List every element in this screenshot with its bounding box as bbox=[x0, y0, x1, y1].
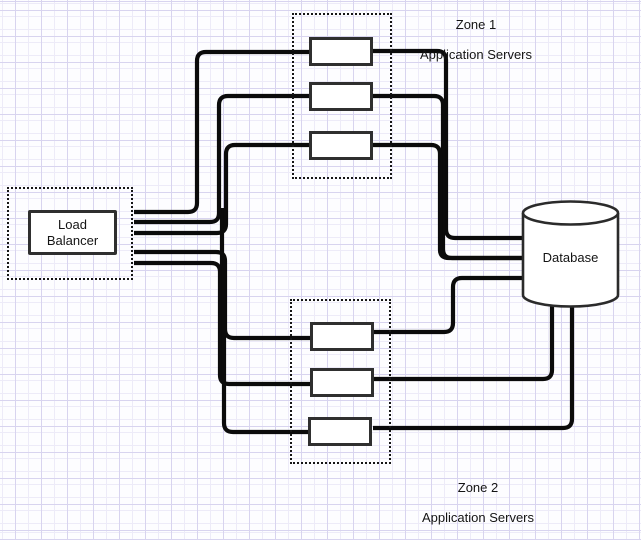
zone2-title-line2: Application Servers bbox=[422, 510, 534, 525]
zone2-title-line1: Zone 2 bbox=[457, 480, 499, 495]
edge-zone1-server3-db[interactable] bbox=[371, 142, 530, 261]
edge-zone1-server1-db[interactable] bbox=[371, 48, 530, 241]
zone1-title-line2: Application Servers bbox=[420, 47, 532, 62]
diagram-canvas: { "load_balancer": { "label": "Load Bala… bbox=[0, 0, 641, 529]
zone1-frame[interactable] bbox=[292, 13, 392, 179]
zone2-frame[interactable] bbox=[290, 299, 391, 464]
zone2-server-3[interactable] bbox=[308, 417, 372, 446]
zone2-title: Zone 2 Application Servers bbox=[378, 465, 578, 540]
edge-zone2-server3-db[interactable] bbox=[373, 300, 575, 431]
zone2-server-2[interactable] bbox=[310, 368, 374, 397]
zone1-server-3[interactable] bbox=[309, 131, 373, 160]
zone1-title-line1: Zone 1 bbox=[455, 17, 497, 32]
database-label: Database bbox=[542, 250, 599, 265]
edge-lb-zone1-server3[interactable] bbox=[134, 142, 312, 236]
load-balancer-frame[interactable] bbox=[7, 187, 133, 280]
load-balancer-label: Load Balancer bbox=[46, 217, 99, 248]
database-cylinder-body bbox=[521, 213, 620, 308]
zone1-title: Zone 1 Application Servers bbox=[376, 2, 576, 77]
zone1-server-1[interactable] bbox=[309, 37, 373, 66]
connector-layer bbox=[134, 48, 620, 435]
database-cylinder[interactable] bbox=[521, 200, 620, 308]
edge-lb-zone1-server1[interactable] bbox=[134, 49, 312, 215]
edge-lb-zone2-server3[interactable] bbox=[221, 266, 312, 435]
database-cylinder-top bbox=[521, 200, 620, 226]
zone1-server-2[interactable] bbox=[309, 82, 373, 111]
edge-lb-zone1-server2[interactable] bbox=[134, 93, 312, 225]
load-balancer-box[interactable]: Load Balancer bbox=[28, 210, 117, 255]
zone2-server-1[interactable] bbox=[310, 322, 374, 351]
edge-zone2-server2-db[interactable] bbox=[373, 300, 555, 382]
edge-zone1-server2-db[interactable] bbox=[371, 93, 530, 261]
edge-zone2-server1-db[interactable] bbox=[373, 275, 530, 335]
